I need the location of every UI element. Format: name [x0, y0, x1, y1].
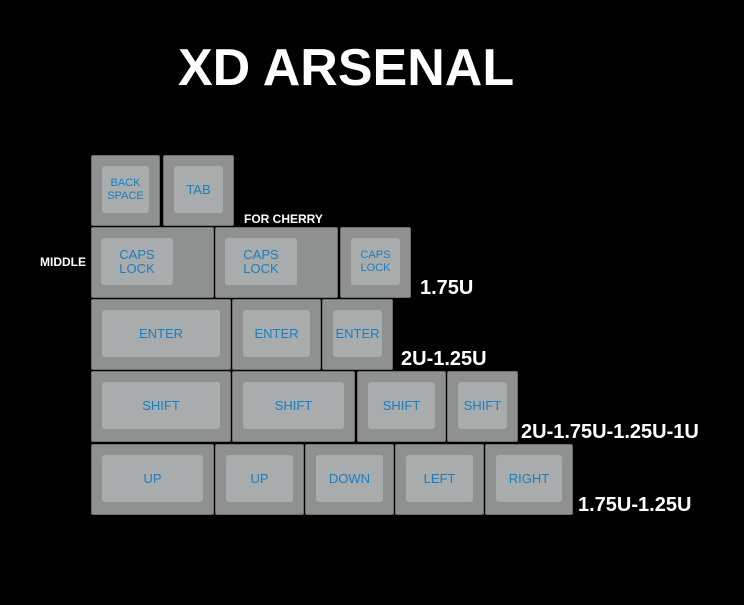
keycap-legend: SHIFT: [102, 382, 220, 429]
keycap-legend: ENTER: [102, 310, 220, 357]
keycap-caps-lock: CAPS LOCK: [340, 227, 411, 298]
keycap-up: UP: [215, 444, 304, 515]
keycap-legend: UP: [102, 455, 203, 502]
keycap-right: RIGHT: [485, 444, 573, 515]
for-cherry-label: FOR CHERRY: [244, 212, 323, 226]
keycap-enter: ENTER: [322, 299, 393, 370]
keycap-caps-lock: CAPS LOCK: [215, 227, 338, 298]
keycap-shift: SHIFT: [232, 371, 355, 442]
keycap-legend: TAB: [174, 166, 223, 213]
keycap-legend: ENTER: [243, 310, 310, 357]
keycap-enter: ENTER: [91, 299, 231, 370]
keycap-caps-lock: CAPS LOCK: [91, 227, 214, 298]
keycap-enter: ENTER: [232, 299, 321, 370]
size-label-1-75u-1-25u: 1.75U-1.25U: [578, 494, 692, 516]
keycap-legend: SHIFT: [243, 382, 344, 429]
size-label-1-75u: 1.75U: [420, 277, 474, 299]
keycap-left: LEFT: [395, 444, 484, 515]
page-title: XD ARSENAL: [178, 39, 515, 97]
keycap-shift: SHIFT: [447, 371, 518, 442]
keycap-legend: RIGHT: [496, 455, 562, 502]
keycap-down: DOWN: [305, 444, 394, 515]
keycap-legend: SHIFT: [458, 382, 507, 429]
middle-label: MIDDLE: [40, 255, 86, 269]
size-label-2u-1-75u-1-25u-1u: 2U-1.75U-1.25U-1U: [521, 421, 699, 443]
keycap-legend: SHIFT: [368, 382, 435, 429]
keycap-up: UP: [91, 444, 214, 515]
keycap-shift: SHIFT: [91, 371, 231, 442]
size-label-2u-1-25u: 2U-1.25U: [401, 348, 487, 370]
keycap-backspace: BACK SPACE: [91, 155, 160, 226]
keycap-legend: CAPS LOCK: [225, 238, 297, 285]
keycap-tab: TAB: [163, 155, 234, 226]
keycap-legend: CAPS LOCK: [101, 238, 173, 285]
keycap-legend: LEFT: [406, 455, 473, 502]
keycap-legend: DOWN: [316, 455, 383, 502]
keycap-legend: UP: [226, 455, 293, 502]
keycap-legend: BACK SPACE: [102, 166, 149, 213]
keycap-shift: SHIFT: [357, 371, 446, 442]
keycap-legend: CAPS LOCK: [351, 238, 400, 285]
keycap-legend: ENTER: [333, 310, 382, 357]
